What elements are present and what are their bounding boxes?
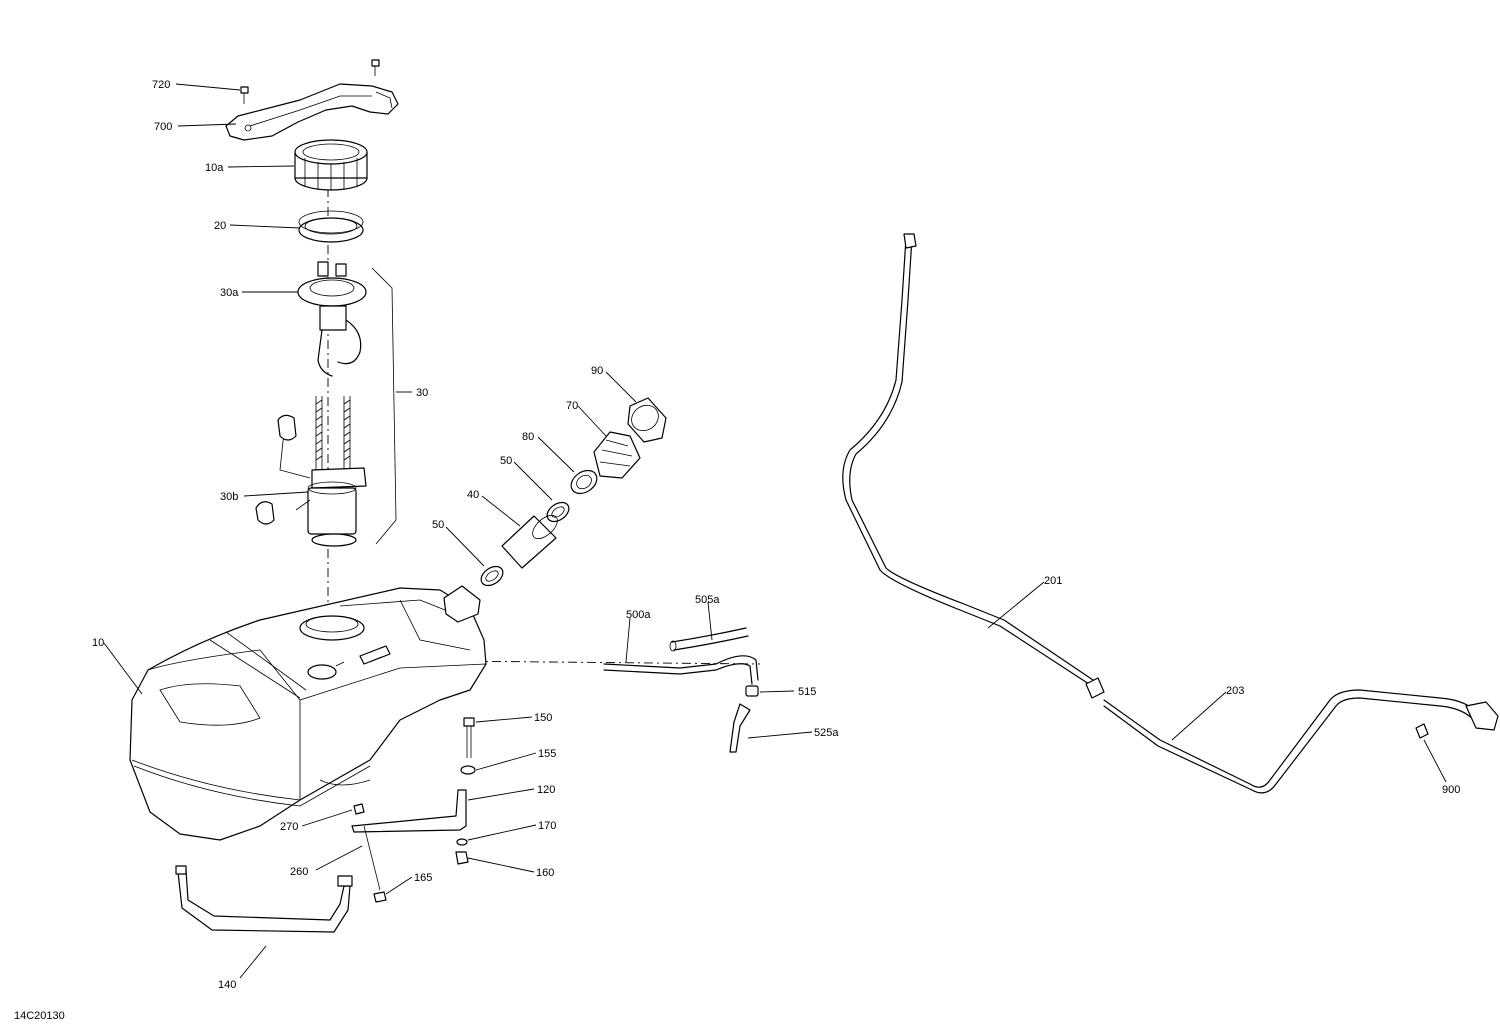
callout-260: 260 xyxy=(290,866,308,878)
callout-140: 140 xyxy=(218,979,236,991)
fuel-cap-90[interactable] xyxy=(627,397,667,443)
nut-160[interactable] xyxy=(455,851,469,865)
callout-505a: 505a xyxy=(695,594,720,606)
callout-160: 160 xyxy=(536,867,554,879)
callout-700: 700 xyxy=(154,121,172,133)
callout-50-top: 50 xyxy=(500,455,512,467)
fuel-pump-30b[interactable] xyxy=(255,396,367,547)
ring-80[interactable] xyxy=(567,466,601,498)
callout-80: 80 xyxy=(522,431,534,443)
stud-260[interactable] xyxy=(363,825,381,891)
leader-lines xyxy=(103,83,1447,979)
screw-720[interactable] xyxy=(240,59,380,104)
ring-nut-10a[interactable] xyxy=(294,139,368,191)
callout-labels: 720 700 10a 20 30a 30 30b 90 70 80 50 40… xyxy=(92,79,1460,991)
assembly-brace-30 xyxy=(371,267,397,545)
callout-20: 20 xyxy=(214,220,226,232)
clamp-50-top[interactable] xyxy=(544,499,573,526)
callout-150: 150 xyxy=(534,712,552,724)
clamp-50-bottom[interactable] xyxy=(478,563,507,590)
filler-neck-70[interactable] xyxy=(593,431,641,479)
callout-120: 120 xyxy=(537,784,555,796)
drawing-code: 14C20130 xyxy=(14,1010,65,1022)
callout-30a: 30a xyxy=(220,287,239,299)
callout-165: 165 xyxy=(414,872,432,884)
nut-170[interactable] xyxy=(456,838,468,846)
valve-525a[interactable] xyxy=(729,703,751,753)
vent-hose-505a[interactable] xyxy=(669,627,749,652)
callout-515: 515 xyxy=(798,686,816,698)
clamp-515[interactable] xyxy=(745,685,759,697)
fuel-tank-10[interactable] xyxy=(129,585,487,841)
fuel-line-201[interactable] xyxy=(842,233,1105,699)
hose-40[interactable] xyxy=(501,511,562,569)
callout-270: 270 xyxy=(280,821,298,833)
callout-155: 155 xyxy=(538,748,556,760)
bolt-150[interactable] xyxy=(463,717,475,758)
callout-900: 900 xyxy=(1442,784,1460,796)
callout-30b: 30b xyxy=(220,491,238,503)
vent-hose-500a[interactable] xyxy=(603,655,759,685)
pump-flange-30a[interactable] xyxy=(297,261,367,377)
seal-ring-20[interactable] xyxy=(298,210,364,243)
clip-270[interactable] xyxy=(353,803,365,815)
bracket-700[interactable] xyxy=(225,83,399,141)
callout-40: 40 xyxy=(467,489,479,501)
callout-201: 201 xyxy=(1044,575,1062,587)
callout-500a: 500a xyxy=(626,609,651,621)
callout-90: 90 xyxy=(591,365,603,377)
callout-525a: 525a xyxy=(814,727,839,739)
callout-70: 70 xyxy=(566,400,578,412)
washer-155[interactable] xyxy=(460,765,476,775)
callout-50-bottom: 50 xyxy=(432,519,444,531)
fuel-line-203[interactable] xyxy=(1103,689,1499,794)
callout-203: 203 xyxy=(1226,685,1244,697)
clip-900[interactable] xyxy=(1415,723,1429,739)
callout-10a: 10a xyxy=(205,162,224,174)
strap-140[interactable] xyxy=(175,865,353,933)
callout-720: 720 xyxy=(152,79,170,91)
callout-10: 10 xyxy=(92,637,104,649)
callout-170: 170 xyxy=(538,820,556,832)
callout-30: 30 xyxy=(416,387,428,399)
nut-165[interactable] xyxy=(373,891,387,903)
bracket-120[interactable] xyxy=(351,789,467,833)
